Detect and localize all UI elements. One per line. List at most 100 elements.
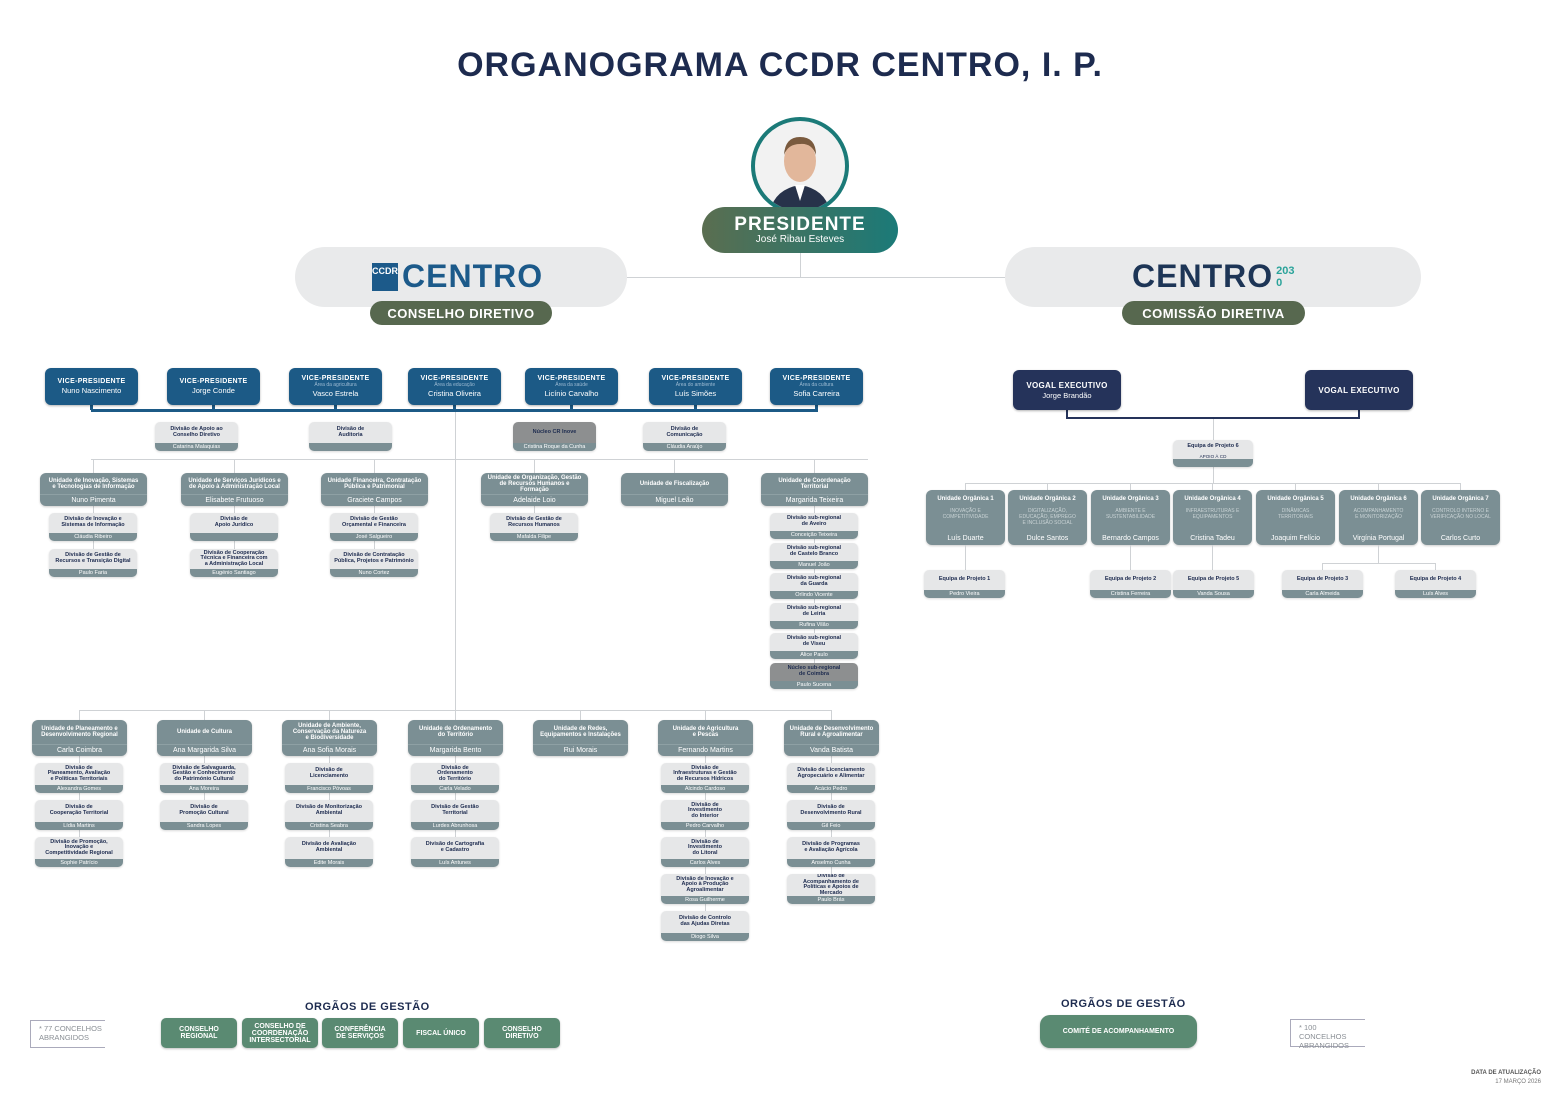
division-head: Manuel João [770, 561, 858, 569]
connector-line [1378, 483, 1379, 490]
unit-box: Unidade de Desenvolvimento Rural e Agroa… [784, 720, 879, 756]
project-team-subtitle: APOIO À CD [1199, 454, 1227, 459]
centro-2030-block [1005, 247, 1421, 307]
unit-head: Adelaide Loio [481, 494, 588, 506]
division-head: Paulo Brás [787, 896, 875, 904]
organic-unit-title: Unidade Orgânica 4 [1184, 496, 1241, 502]
connector-line [334, 405, 337, 410]
connector-line [694, 405, 697, 410]
unit-box: Unidade de Planeamento e Desenvolvimento… [32, 720, 127, 756]
connector-line [1378, 545, 1379, 563]
unit-head: Margarida Teixeira [761, 494, 868, 506]
organic-unit-head: Cristina Tadeu [1190, 535, 1235, 542]
unit-head: Rui Morais [533, 744, 628, 756]
comissao-diretiva-tag: COMISSÃO DIRETIVA [1122, 301, 1305, 325]
division-head: Alexandra Gomes [35, 785, 123, 793]
vogal-title: VOGAL EXECUTIVO [1026, 380, 1108, 390]
division-title: Divisão de Contratação Pública, Projetos… [334, 552, 414, 564]
division-title: Divisão de Promoção Cultural [179, 804, 229, 816]
connector-line [815, 405, 818, 410]
division-box: Divisão de Inovação e Sistemas de Inform… [49, 513, 137, 541]
management-body-button: CONSELHO DIRETIVO [484, 1018, 560, 1048]
organic-unit-title: Unidade Orgânica 2 [1019, 496, 1076, 502]
connector-line [831, 710, 832, 720]
organic-unit-head: Bernardo Campos [1102, 535, 1159, 542]
vp-area: Área da cultura [799, 382, 834, 388]
unit-title: Unidade de Planeamento e Desenvolvimento… [41, 726, 118, 738]
connector-line [580, 710, 581, 720]
vp-area: Área da agricultura [314, 382, 357, 388]
president-name: José Ribau Esteves [755, 234, 845, 245]
connector-line [1130, 483, 1131, 490]
connector-line [1322, 563, 1436, 564]
connector-line [814, 459, 815, 473]
project-team-head: Cristina Ferreira [1090, 590, 1171, 598]
unit-head: Vanda Batista [784, 744, 879, 756]
division-head: Mafalda Filipe [490, 533, 578, 541]
division-head: Lurdes Abrunhosa [411, 822, 499, 830]
connector-line [204, 710, 205, 720]
vogal-name: Jorge Brandão [1042, 390, 1092, 400]
division-box: Divisão de Gestão de Recursos e Transiçã… [49, 549, 137, 577]
division-head: Cláudia Ribeiro [49, 533, 137, 541]
vp-name: Nuno Nascimento [61, 386, 122, 395]
unit-head: Elisabete Frutuoso [181, 494, 288, 506]
unit-title: Unidade de Fiscalização [639, 480, 710, 487]
vp-name: Licínio Carvalho [544, 389, 599, 398]
vp-title: VICE-PRESIDENTE [179, 378, 248, 385]
unit-head: Miguel Leão [621, 494, 728, 506]
unit-head: Carla Coimbra [32, 744, 127, 756]
division-title: Divisão de Ordenamento do Território [437, 764, 473, 782]
division-head: Pedro Carvalho [661, 822, 749, 830]
unit-box: Unidade de Ambiente, Conservação da Natu… [282, 720, 377, 756]
division-head: Cláudia Araújo [643, 443, 726, 451]
connector-line [1460, 483, 1461, 490]
division-title: Divisão sub-regional de Castelo Branco [786, 545, 842, 557]
management-heading-left: ORGÃOS DE GESTÃO [305, 1001, 430, 1013]
unit-head: Nuno Pimenta [40, 494, 147, 506]
division-title: Divisão de Salvaguarda, Gestão e Conheci… [172, 764, 236, 782]
connector-line [1358, 410, 1360, 419]
management-body-button: CONFERÊNCIA DE SERVIÇOS [322, 1018, 398, 1048]
division-box: Divisão de Apoio Jurídico [190, 513, 278, 541]
unit-title: Unidade de Desenvolvimento Rural e Agroa… [789, 726, 874, 738]
vogal-executivo-box: VOGAL EXECUTIVO [1305, 370, 1413, 410]
organic-unit-title: Unidade Orgânica 3 [1102, 496, 1159, 502]
unit-head: Ana Sofia Morais [282, 744, 377, 756]
organic-unit-subtitle: CONTROLO INTERNO E VERIFICAÇÃO NO LOCAL [1430, 508, 1491, 520]
ccdr-centro-block [295, 247, 627, 307]
connector-line [965, 483, 1461, 484]
division-head: Rosa Guilherme [661, 896, 749, 904]
division-title: Divisão de Gestão Territorial [431, 804, 479, 816]
connector-line [91, 409, 818, 412]
vp-area: Área do ambiente [675, 382, 716, 388]
vp-name: Jorge Conde [192, 386, 235, 395]
vogal-title: VOGAL EXECUTIVO [1318, 385, 1400, 395]
connector-line [455, 710, 456, 720]
unit-title: Unidade de Agricultura e Pescas [672, 726, 739, 738]
division-title: Divisão de Licenciamento [309, 767, 349, 779]
connector-line [1435, 563, 1436, 570]
vp-title: VICE-PRESIDENTE [537, 375, 606, 382]
project-team-title: Equipa de Projeto 1 [938, 576, 991, 583]
vp-title: VICE-PRESIDENTE [661, 375, 730, 382]
vp-area: Área da saúde [555, 382, 588, 388]
